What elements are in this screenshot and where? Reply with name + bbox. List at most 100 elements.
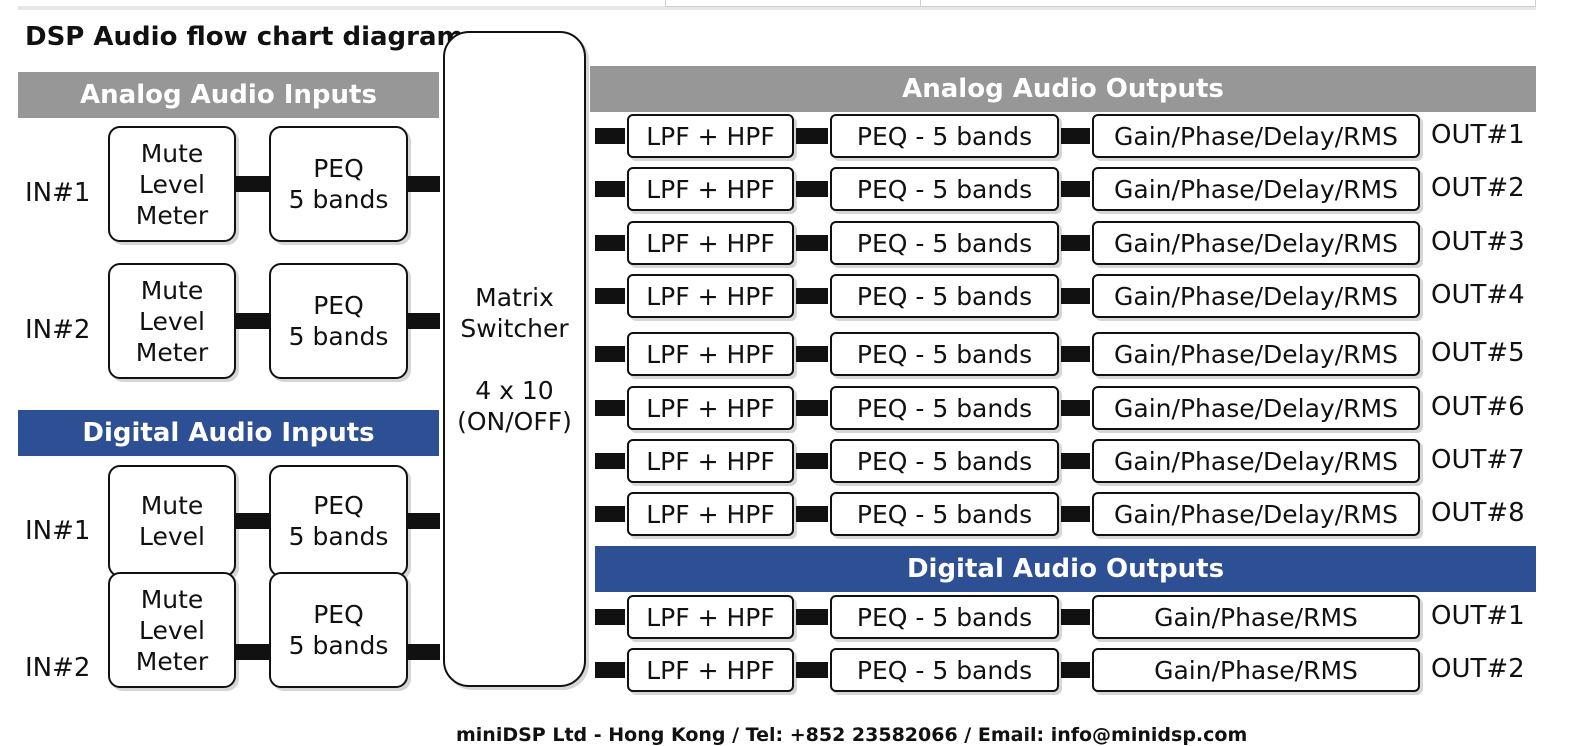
connector-line bbox=[236, 644, 269, 660]
connector-line bbox=[408, 644, 440, 660]
analog-output-gain-block: Gain/Phase/Delay/RMS bbox=[1092, 332, 1420, 376]
digital-outputs-header: Digital Audio Outputs bbox=[595, 546, 1536, 592]
connector-line bbox=[1061, 235, 1090, 251]
analog-output-gain-block: Gain/Phase/Delay/RMS bbox=[1092, 167, 1420, 211]
analog-output-label: OUT#8 bbox=[1431, 498, 1525, 528]
digital-output-peq-block: PEQ - 5 bands bbox=[830, 595, 1059, 639]
digital-output-label: OUT#1 bbox=[1431, 601, 1525, 631]
connector-line bbox=[1061, 128, 1090, 144]
connector-line bbox=[595, 346, 625, 362]
digital-input-label: IN#1 bbox=[25, 516, 91, 546]
digital-input-peq-block: PEQ 5 bands bbox=[269, 465, 408, 577]
connector-line bbox=[1061, 400, 1090, 416]
digital-output-filter-block: LPF + HPF bbox=[627, 595, 794, 639]
digital-output-peq-block: PEQ - 5 bands bbox=[830, 648, 1059, 692]
connector-line bbox=[1061, 506, 1090, 522]
analog-output-filter-block: LPF + HPF bbox=[627, 221, 794, 265]
connector-line bbox=[796, 506, 828, 522]
analog-output-label: OUT#7 bbox=[1431, 445, 1525, 475]
connector-line bbox=[236, 513, 269, 529]
analog-output-gain-block: Gain/Phase/Delay/RMS bbox=[1092, 386, 1420, 430]
analog-output-gain-block: Gain/Phase/Delay/RMS bbox=[1092, 114, 1420, 158]
connector-line bbox=[796, 128, 828, 144]
connector-line bbox=[1061, 288, 1090, 304]
connector-line bbox=[408, 313, 440, 329]
analog-input-label: IN#1 bbox=[25, 178, 91, 208]
analog-output-peq-block: PEQ - 5 bands bbox=[830, 332, 1059, 376]
connector-line bbox=[408, 513, 440, 529]
analog-input-peq-block: PEQ 5 bands bbox=[269, 263, 408, 379]
digital-input-mute-level-block: Mute Level Meter bbox=[108, 572, 236, 688]
top-table-edge bbox=[665, 0, 1536, 7]
analog-output-gain-block: Gain/Phase/Delay/RMS bbox=[1092, 274, 1420, 318]
connector-line bbox=[1061, 609, 1090, 625]
connector-line bbox=[1061, 346, 1090, 362]
connector-line bbox=[796, 346, 828, 362]
connector-line bbox=[595, 288, 625, 304]
analog-output-filter-block: LPF + HPF bbox=[627, 439, 794, 483]
analog-output-peq-block: PEQ - 5 bands bbox=[830, 221, 1059, 265]
analog-output-peq-block: PEQ - 5 bands bbox=[830, 114, 1059, 158]
analog-output-filter-block: LPF + HPF bbox=[627, 274, 794, 318]
analog-input-label: IN#2 bbox=[25, 315, 91, 345]
connector-line bbox=[796, 288, 828, 304]
digital-input-label: IN#2 bbox=[25, 653, 91, 683]
footer-contact: miniDSP Ltd - Hong Kong / Tel: +852 2358… bbox=[456, 724, 1248, 746]
connector-line bbox=[796, 662, 828, 678]
analog-inputs-header: Analog Audio Inputs bbox=[18, 72, 439, 118]
analog-output-peq-block: PEQ - 5 bands bbox=[830, 274, 1059, 318]
connector-line bbox=[595, 609, 625, 625]
connector-line bbox=[796, 453, 828, 469]
analog-output-peq-block: PEQ - 5 bands bbox=[830, 386, 1059, 430]
analog-output-peq-block: PEQ - 5 bands bbox=[830, 167, 1059, 211]
top-table-divider bbox=[920, 0, 921, 7]
digital-output-gain-block: Gain/Phase/RMS bbox=[1092, 648, 1420, 692]
connector-line bbox=[595, 128, 625, 144]
analog-output-label: OUT#3 bbox=[1431, 227, 1525, 257]
connector-line bbox=[595, 506, 625, 522]
connector-line bbox=[1061, 181, 1090, 197]
connector-line bbox=[1061, 662, 1090, 678]
analog-input-mute-level-block: Mute Level Meter bbox=[108, 263, 236, 379]
matrix-switcher-block: Matrix Switcher 4 x 10 (ON/OFF) bbox=[443, 31, 586, 687]
analog-input-peq-block: PEQ 5 bands bbox=[269, 126, 408, 242]
connector-line bbox=[796, 235, 828, 251]
analog-output-label: OUT#5 bbox=[1431, 338, 1525, 368]
analog-output-filter-block: LPF + HPF bbox=[627, 332, 794, 376]
connector-line bbox=[408, 176, 440, 192]
analog-output-gain-block: Gain/Phase/Delay/RMS bbox=[1092, 221, 1420, 265]
analog-output-filter-block: LPF + HPF bbox=[627, 114, 794, 158]
connector-line bbox=[595, 181, 625, 197]
analog-output-label: OUT#4 bbox=[1431, 280, 1525, 310]
analog-output-filter-block: LPF + HPF bbox=[627, 386, 794, 430]
connector-line bbox=[595, 235, 625, 251]
digital-input-mute-level-block: Mute Level bbox=[108, 465, 236, 577]
analog-output-gain-block: Gain/Phase/Delay/RMS bbox=[1092, 439, 1420, 483]
connector-line bbox=[796, 400, 828, 416]
connector-line bbox=[796, 609, 828, 625]
connector-line bbox=[236, 176, 269, 192]
analog-output-label: OUT#6 bbox=[1431, 392, 1525, 422]
digital-output-filter-block: LPF + HPF bbox=[627, 648, 794, 692]
digital-output-label: OUT#2 bbox=[1431, 654, 1525, 684]
connector-line bbox=[595, 453, 625, 469]
analog-input-mute-level-block: Mute Level Meter bbox=[108, 126, 236, 242]
analog-output-label: OUT#2 bbox=[1431, 173, 1525, 203]
digital-inputs-header: Digital Audio Inputs bbox=[18, 410, 439, 456]
connector-line bbox=[796, 181, 828, 197]
analog-output-gain-block: Gain/Phase/Delay/RMS bbox=[1092, 492, 1420, 536]
connector-line bbox=[595, 400, 625, 416]
top-divider bbox=[18, 6, 1536, 10]
connector-line bbox=[236, 313, 269, 329]
analog-output-filter-block: LPF + HPF bbox=[627, 492, 794, 536]
diagram-title: DSP Audio flow chart diagram bbox=[25, 22, 464, 52]
connector-line bbox=[1061, 453, 1090, 469]
analog-output-filter-block: LPF + HPF bbox=[627, 167, 794, 211]
analog-outputs-header: Analog Audio Outputs bbox=[590, 66, 1536, 112]
analog-output-label: OUT#1 bbox=[1431, 120, 1525, 150]
analog-output-peq-block: PEQ - 5 bands bbox=[830, 492, 1059, 536]
digital-input-peq-block: PEQ 5 bands bbox=[269, 572, 408, 688]
analog-output-peq-block: PEQ - 5 bands bbox=[830, 439, 1059, 483]
digital-output-gain-block: Gain/Phase/RMS bbox=[1092, 595, 1420, 639]
connector-line bbox=[595, 662, 625, 678]
